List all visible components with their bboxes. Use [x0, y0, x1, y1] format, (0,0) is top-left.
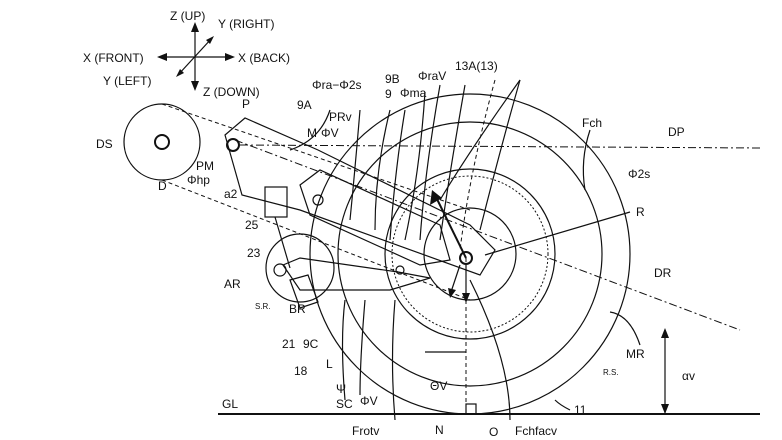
label-11: 11	[574, 403, 587, 417]
axis-x-front: X (FRONT)	[83, 51, 144, 65]
swing-arm	[224, 117, 496, 276]
label-PM: PM	[196, 159, 214, 173]
line-DR	[234, 139, 741, 331]
axis-y-right: Y (RIGHT)	[218, 17, 274, 31]
label-N: N	[435, 423, 444, 437]
label-phi-ra-minus-phi2s: Φra−Φ2s	[312, 78, 362, 92]
label-phi2s: Φ2s	[628, 167, 650, 181]
rear-wheel	[309, 93, 631, 415]
label-GL: GL	[222, 397, 238, 411]
axis-z-down: Z (DOWN)	[203, 85, 260, 99]
axis-z-up: Z (UP)	[170, 9, 205, 23]
label-phiV-upper: ΦV	[321, 126, 339, 140]
label-psi: Ψ	[336, 382, 346, 396]
label-9: 9	[385, 87, 392, 101]
brake-disc	[265, 233, 335, 303]
axis-compass	[157, 22, 235, 91]
label-21: 21	[282, 337, 296, 351]
label-25: 25	[245, 218, 259, 232]
label-DS: DS	[96, 137, 113, 151]
shock-unit-25	[264, 186, 288, 218]
label-SC: SC	[336, 397, 353, 411]
label-13A: 13A(13)	[455, 59, 498, 73]
label-BR: BR	[289, 302, 306, 316]
label-AR: AR	[224, 277, 241, 291]
label-M: M	[307, 126, 317, 140]
drive-axis	[154, 134, 170, 150]
label-O: O	[489, 425, 498, 439]
label-R: R	[636, 205, 645, 219]
label-phi-raV: ΦraV	[418, 69, 446, 83]
label-thetaV: ΘV	[430, 379, 447, 393]
label-DR: DR	[654, 266, 672, 280]
label-23: 23	[247, 246, 261, 260]
axis-y-left: Y (LEFT)	[103, 74, 151, 88]
label-phiV-lower: ΦV	[360, 394, 378, 408]
label-P: P	[242, 97, 250, 111]
drive-sprocket	[123, 103, 201, 181]
label-phi-hp: Φhp	[187, 173, 210, 187]
label-D: D	[158, 179, 167, 193]
label-Frotv: Frotv	[352, 424, 379, 438]
label-Fchfacv: Fchfacv	[515, 424, 557, 438]
label-9B: 9B	[385, 72, 400, 86]
label-DP: DP	[668, 125, 685, 139]
label-MR: MR	[626, 347, 645, 361]
line-DP	[239, 144, 761, 149]
label-RS: R.S.	[603, 368, 619, 377]
label-phi-ma: Φma	[400, 86, 427, 100]
brake-rod-18	[282, 257, 431, 291]
label-L: L	[326, 357, 333, 371]
rear-axle	[459, 251, 473, 265]
label-Fch: Fch	[582, 116, 602, 130]
label-SR: S.R.	[255, 302, 271, 311]
label-alpha-v: αv	[682, 369, 695, 383]
axis-x-back: X (BACK)	[238, 51, 290, 65]
label-PRv: PRv	[329, 110, 352, 124]
label-9A: 9A	[297, 98, 312, 112]
label-18: 18	[294, 364, 308, 378]
label-a2: a2	[224, 187, 238, 201]
link-plate	[299, 169, 451, 266]
label-9C: 9C	[303, 337, 319, 351]
